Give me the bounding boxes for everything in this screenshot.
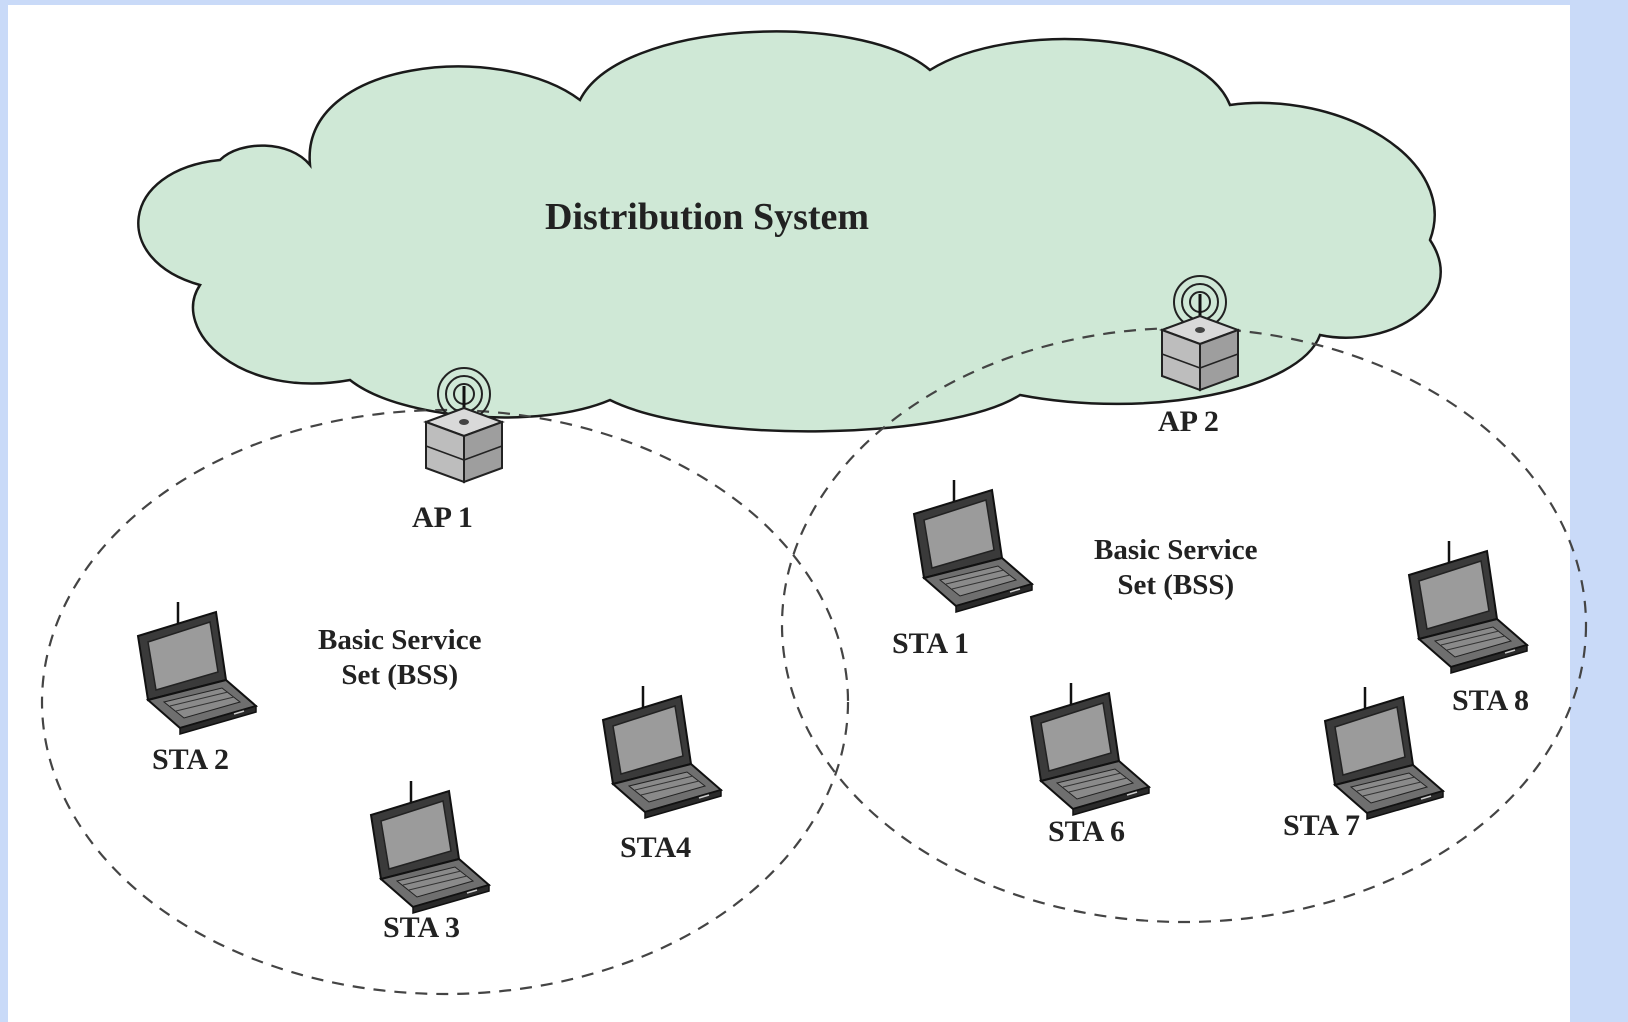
- bss-right-label-line1: Basic Service: [1094, 534, 1258, 566]
- bss-right-label: Basic Service Set (BSS): [1094, 533, 1257, 603]
- bss-left-label: Basic Service Set (BSS): [318, 623, 481, 693]
- station-4-label: STA4: [620, 831, 692, 864]
- station-4-laptop-icon: [601, 684, 723, 820]
- station-3-laptop-icon: [369, 779, 491, 915]
- station-6-laptop-icon: [1029, 681, 1151, 817]
- distribution-system-title: Distribution System: [545, 196, 870, 238]
- frame-border-top: [0, 0, 1628, 5]
- station-7-label: STA 7: [1283, 809, 1360, 842]
- station-2-laptop-icon: [136, 600, 258, 736]
- frame-border-right: [1570, 0, 1628, 1022]
- station-7-laptop-icon: [1323, 685, 1445, 821]
- station-1-laptop-icon: [912, 478, 1034, 614]
- access-point-2-label: AP 2: [1158, 405, 1219, 438]
- bss-right-label-line2: Set (BSS): [1117, 568, 1235, 601]
- station-2-label: STA 2: [152, 743, 229, 776]
- bss-boundary-left: [40, 408, 850, 996]
- station-6-label: STA 6: [1048, 815, 1125, 848]
- bss-left-label-line1: Basic Service: [318, 624, 482, 656]
- station-8-laptop-icon: [1407, 539, 1529, 675]
- bss-left-label-line2: Set (BSS): [341, 658, 459, 691]
- frame-border-left: [0, 0, 8, 1022]
- bss-boundary-right: [780, 326, 1588, 924]
- access-point-1-label: AP 1: [412, 501, 473, 534]
- station-1-label: STA 1: [892, 627, 969, 660]
- station-3-label: STA 3: [383, 911, 460, 944]
- station-8-label: STA 8: [1452, 684, 1529, 717]
